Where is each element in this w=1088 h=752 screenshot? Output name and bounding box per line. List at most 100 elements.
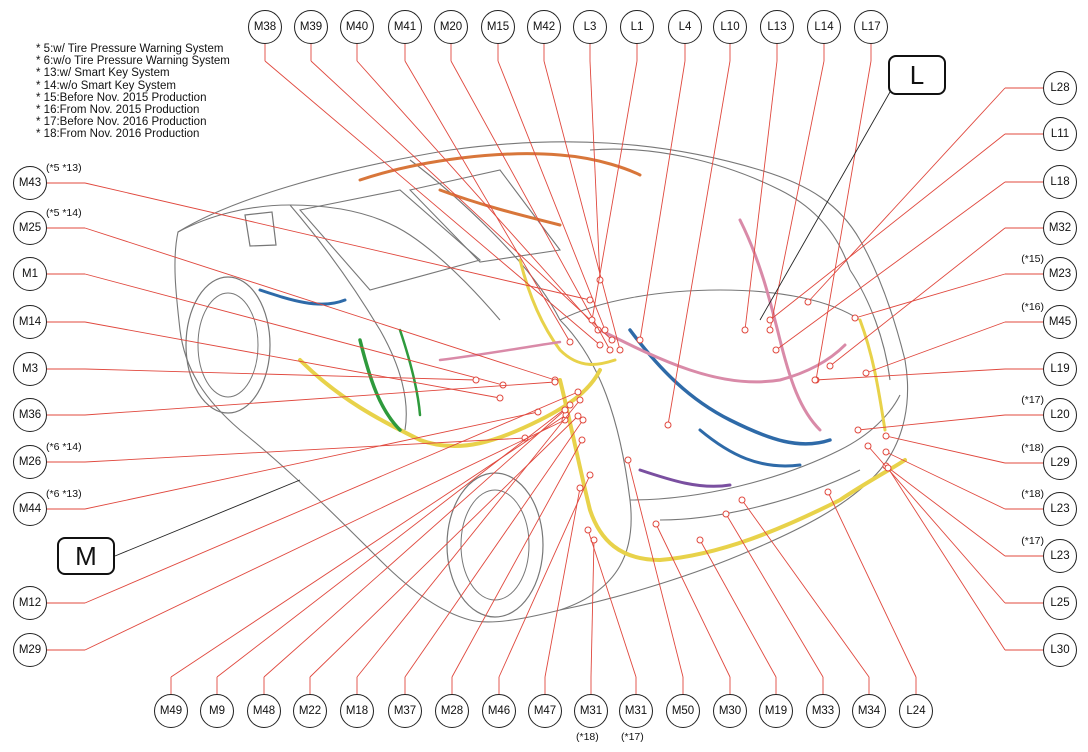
- connector-point: [741, 326, 749, 334]
- leader-line: [827, 491, 917, 678]
- leader-line: [84, 391, 579, 604]
- connector-point: [722, 510, 730, 518]
- leader-line: [310, 60, 613, 341]
- connector-point: [566, 338, 574, 346]
- connector-point: [864, 442, 872, 450]
- connector-l24: L24: [899, 694, 933, 728]
- connector-m31: M31: [574, 694, 608, 728]
- connector-m12: M12: [13, 586, 47, 620]
- connector-point: [652, 520, 660, 528]
- connector-m9: M9: [200, 694, 234, 728]
- connector-note: (*6 *13): [46, 488, 82, 500]
- leader-line: [309, 415, 579, 678]
- connector-m43: M43: [13, 166, 47, 200]
- footnote: * 16:From Nov. 2015 Production: [36, 104, 200, 117]
- connector-m42: M42: [527, 10, 561, 44]
- connector-l23: L23: [1043, 539, 1077, 573]
- connector-m22: M22: [293, 694, 327, 728]
- connector-point: [586, 296, 594, 304]
- connector-note: (*15): [1021, 253, 1044, 265]
- leader-line: [84, 227, 556, 381]
- connector-point: [608, 336, 616, 344]
- connector-m41: M41: [388, 10, 422, 44]
- connector-m39: M39: [294, 10, 328, 44]
- leader-line: [887, 467, 1006, 651]
- connector-point: [551, 378, 559, 386]
- connector-m3: M3: [13, 352, 47, 386]
- connector-l25: L25: [1043, 586, 1077, 620]
- leader-line: [497, 60, 606, 331]
- footnote: * 14:w/o Smart Key System: [36, 79, 176, 92]
- leader-line: [769, 60, 825, 331]
- connector-point: [738, 496, 746, 504]
- connector-m40: M40: [340, 10, 374, 44]
- leader-line: [84, 273, 504, 386]
- connector-point: [862, 369, 870, 377]
- leader-line: [591, 60, 638, 321]
- connector-l23: L23: [1043, 492, 1077, 526]
- connector-m28: M28: [435, 694, 469, 728]
- connector-point: [824, 488, 832, 496]
- connector-m29: M29: [13, 633, 47, 667]
- leader-line: [84, 411, 539, 510]
- connector-l3: L3: [573, 10, 607, 44]
- connector-point: [766, 316, 774, 324]
- connector-point: [584, 526, 592, 534]
- footnote: * 6:w/o Tire Pressure Warning System: [36, 55, 230, 68]
- connector-point: [884, 464, 892, 472]
- connector-m50: M50: [666, 694, 700, 728]
- connector-point: [766, 326, 774, 334]
- connector-note: (*17): [1021, 535, 1044, 547]
- leader-line: [544, 487, 581, 678]
- connector-point: [826, 362, 834, 370]
- footnote: * 13:w/ Smart Key System: [36, 67, 170, 80]
- connector-point: [579, 416, 587, 424]
- connector-m1: M1: [13, 257, 47, 291]
- footnote-legend: * 5:w/ Tire Pressure Warning System * 6:…: [36, 43, 230, 141]
- connector-m46: M46: [482, 694, 516, 728]
- leader-line: [725, 513, 824, 678]
- leader-line: [450, 60, 611, 351]
- connector-point: [636, 336, 644, 344]
- connector-m36: M36: [13, 398, 47, 432]
- connector-m32: M32: [1043, 211, 1077, 245]
- connector-m20: M20: [434, 10, 468, 44]
- connector-l13: L13: [760, 10, 794, 44]
- connector-l19: L19: [1043, 352, 1077, 386]
- connector-m37: M37: [388, 694, 422, 728]
- leader-line: [885, 451, 1006, 510]
- leader-line: [814, 368, 1006, 381]
- connector-point: [664, 421, 672, 429]
- connector-m33: M33: [806, 694, 840, 728]
- leader-line: [84, 368, 477, 381]
- leader-line: [543, 60, 621, 351]
- connector-point: [882, 432, 890, 440]
- leader-line: [356, 60, 599, 331]
- leader-line: [589, 60, 601, 281]
- connector-l20: L20: [1043, 398, 1077, 432]
- leader-line: [807, 87, 1006, 303]
- connector-note: (*18): [576, 731, 599, 743]
- leader-line: [655, 523, 731, 678]
- connector-m47: M47: [528, 694, 562, 728]
- leader-line: [759, 91, 891, 321]
- footnote: * 5:w/ Tire Pressure Warning System: [36, 43, 224, 55]
- leader-line: [404, 60, 571, 343]
- connector-l10: L10: [713, 10, 747, 44]
- footnote: * 15:Before Nov. 2015 Production: [36, 91, 207, 104]
- leader-line: [84, 321, 501, 399]
- connector-m18: M18: [340, 694, 374, 728]
- connector-point: [624, 456, 632, 464]
- connector-point: [804, 298, 812, 306]
- leader-line: [854, 273, 1006, 319]
- connector-l29: L29: [1043, 446, 1077, 480]
- leader-line: [263, 409, 566, 678]
- footnote: * 18:From Nov. 2016 Production: [36, 128, 200, 141]
- connector-point: [576, 396, 584, 404]
- connector-point: [596, 276, 604, 284]
- connector-note: (*6 *14): [46, 441, 82, 453]
- connector-point: [588, 316, 596, 324]
- connector-point: [601, 326, 609, 334]
